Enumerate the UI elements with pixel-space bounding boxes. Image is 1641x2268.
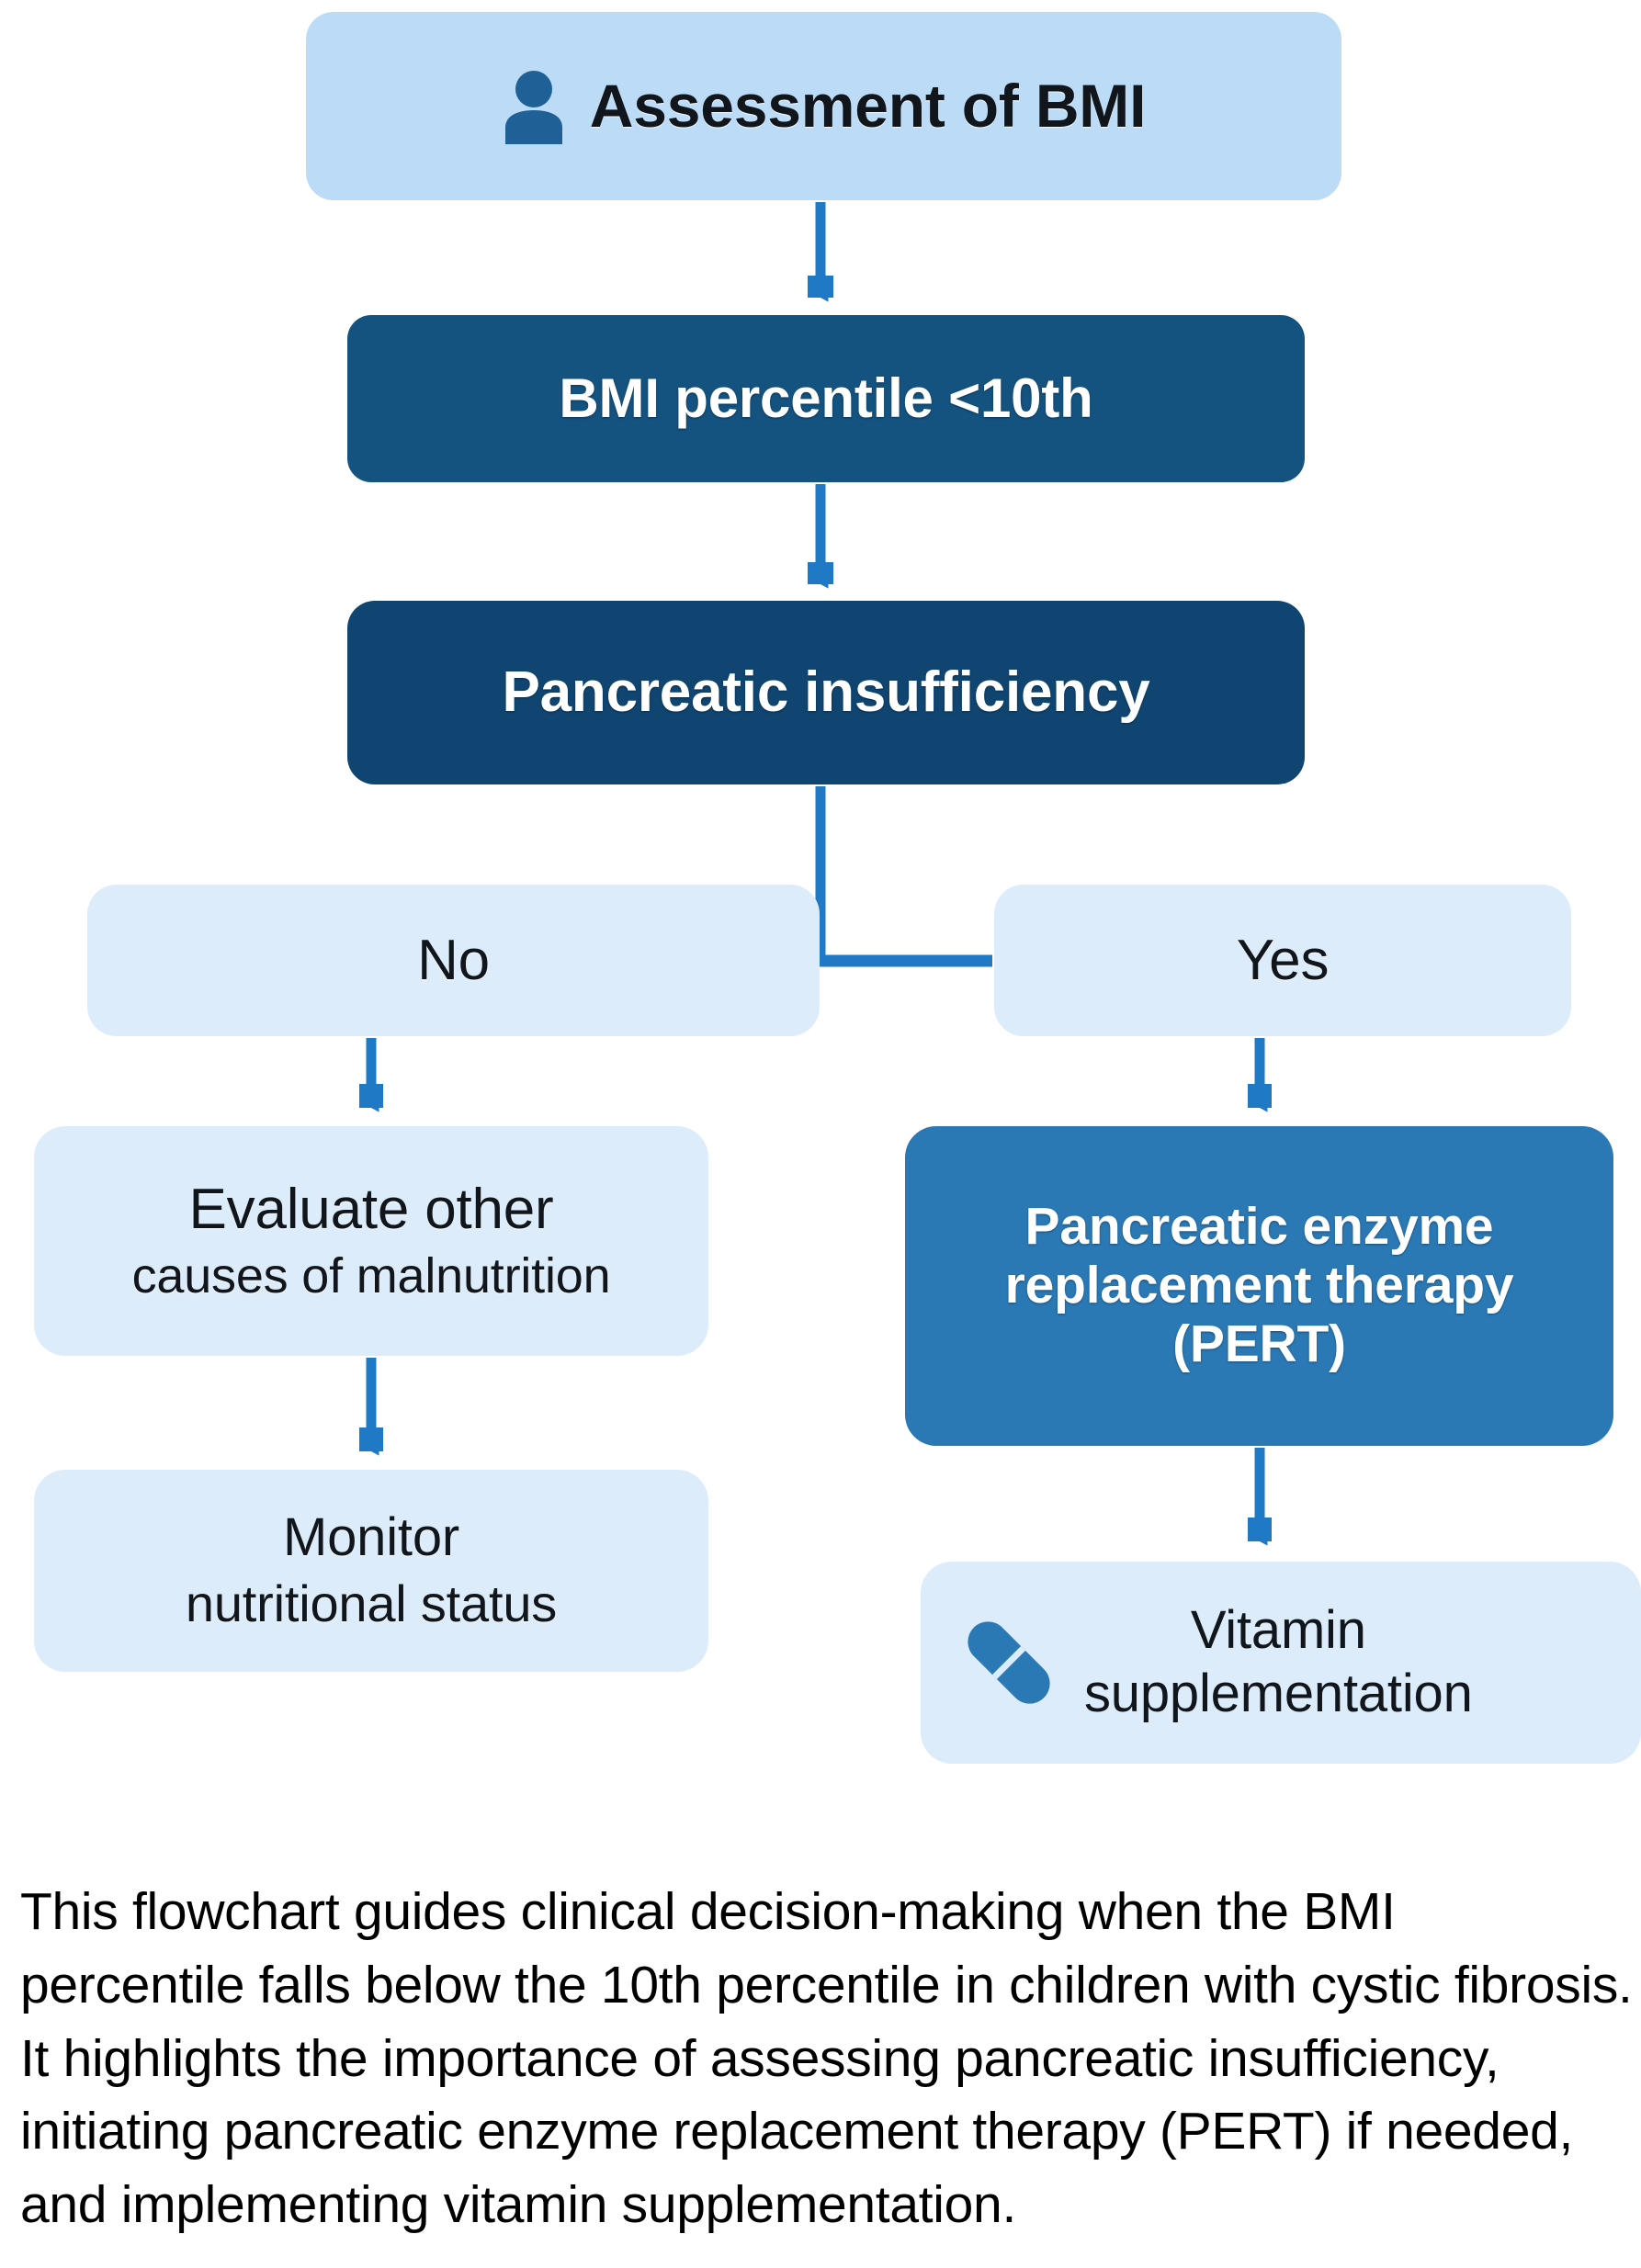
- node-label-line-3: (PERT): [1172, 1314, 1346, 1373]
- node-vitamin-supplementation[interactable]: Vitamin supplementation: [921, 1562, 1641, 1764]
- figure-caption: This flowchart guides clinical decision-…: [20, 1882, 1633, 2235]
- node-label-line-1: Evaluate other: [188, 1178, 554, 1242]
- node-monitor-nutritional-status[interactable]: Monitor nutritional status: [34, 1470, 708, 1672]
- node-label-line-2: nutritional status: [185, 1574, 558, 1633]
- node-label-block: Pancreatic enzyme replacement therapy (P…: [1004, 1197, 1514, 1373]
- node-pert[interactable]: Pancreatic enzyme replacement therapy (P…: [905, 1126, 1613, 1446]
- node-label-line-2: supplementation: [1084, 1664, 1473, 1723]
- node-assessment-of-bmi[interactable]: Assessment of BMI: [306, 12, 1341, 200]
- node-label-block: Monitor nutritional status: [185, 1507, 558, 1633]
- node-branch-yes[interactable]: Yes: [994, 885, 1571, 1036]
- node-label: No: [417, 928, 490, 992]
- node-pancreatic-insufficiency[interactable]: Pancreatic insufficiency: [347, 601, 1305, 784]
- flowchart-connectors: [359, 202, 1272, 1546]
- node-branch-no[interactable]: No: [87, 885, 820, 1036]
- pill-icon: [968, 1621, 1050, 1704]
- node-bmi-percentile[interactable]: BMI percentile <10th: [347, 315, 1305, 482]
- flowchart-canvas: Assessment of BMI BMI percentile <10th P…: [34, 12, 1641, 1764]
- node-evaluate-other-causes[interactable]: Evaluate other causes of malnutrition: [34, 1126, 708, 1356]
- node-label-line-1: Pancreatic enzyme: [1024, 1197, 1494, 1257]
- node-label-line-1: Monitor: [283, 1507, 459, 1568]
- node-label: BMI percentile <10th: [559, 367, 1093, 430]
- node-label-block: Evaluate other causes of malnutrition: [132, 1178, 611, 1304]
- node-label: Yes: [1236, 928, 1330, 992]
- node-label-block: Vitamin supplementation: [1084, 1600, 1473, 1724]
- node-label-line-2: replacement therapy: [1004, 1256, 1514, 1315]
- node-label: Assessment of BMI: [589, 71, 1147, 140]
- node-label: Pancreatic insufficiency: [502, 660, 1150, 725]
- node-label-line-2: causes of malnutrition: [131, 1248, 611, 1304]
- node-label-line-1: Vitamin: [1190, 1600, 1366, 1661]
- person-icon: [504, 70, 562, 144]
